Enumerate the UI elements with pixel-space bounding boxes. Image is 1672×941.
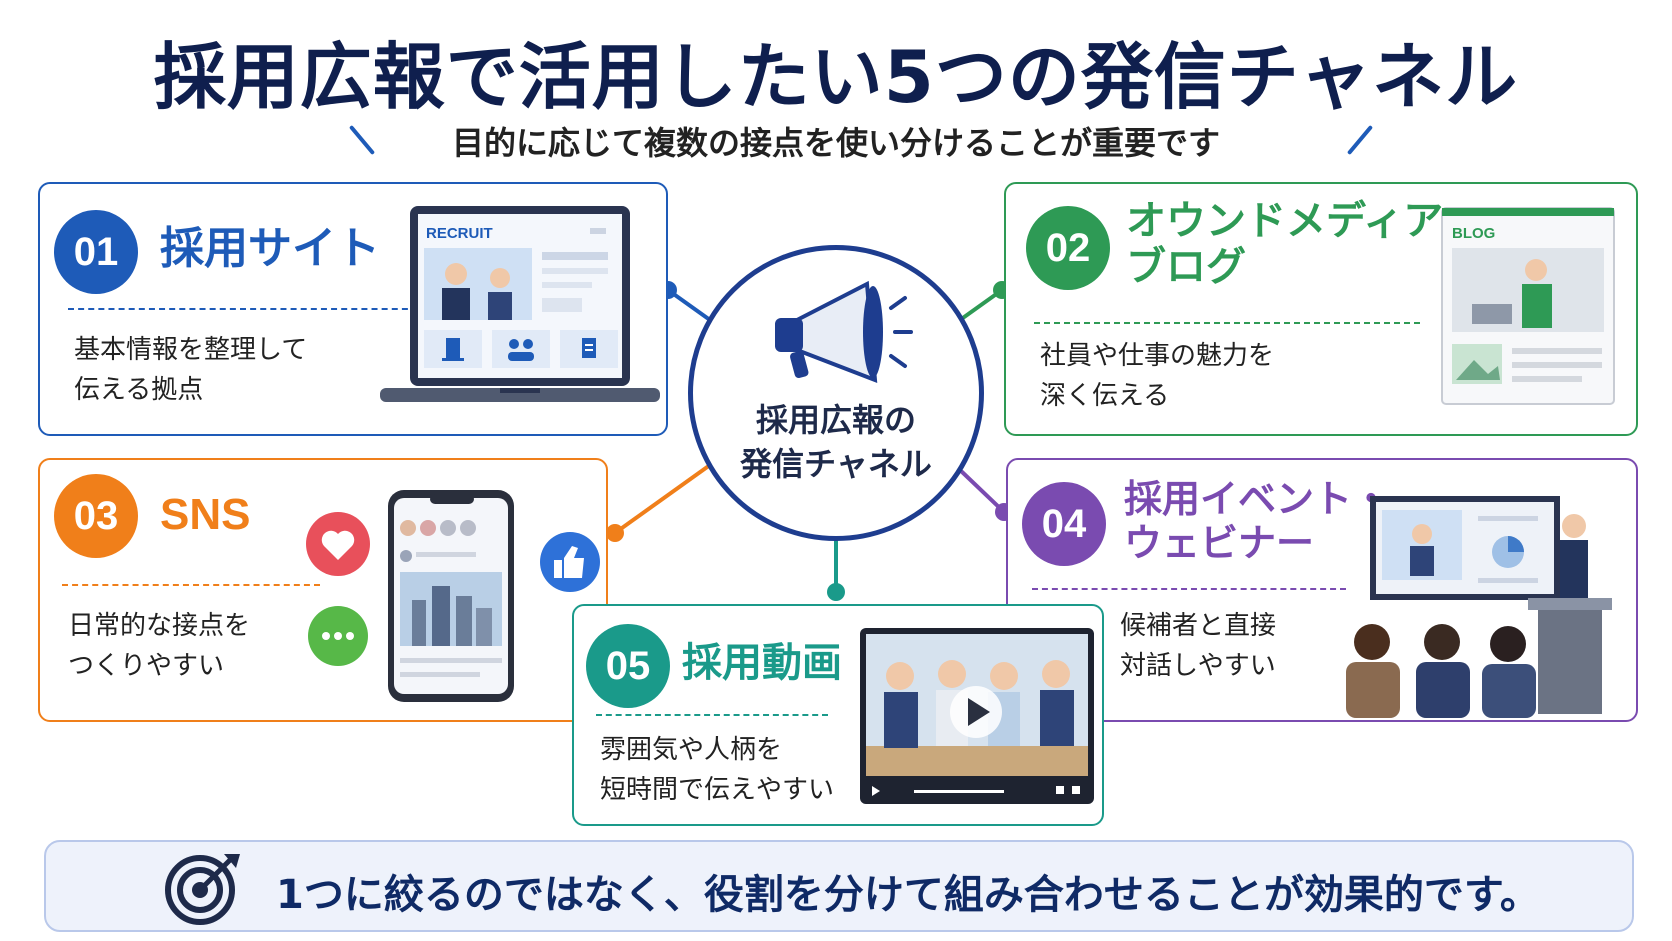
document-icon (582, 338, 596, 358)
card-title: SNS (160, 490, 250, 541)
card-title-line1: 採用動画 (682, 640, 842, 686)
card-number: 05 (586, 624, 670, 708)
card-title: 採用動画 (682, 640, 842, 686)
card-recruit-site: 01 採用サイト 基本情報を整理して 伝える拠点 RECRUIT (38, 182, 668, 436)
page-subtitle: 目的に応じて複数の接点を使い分けることが重要です (451, 124, 1220, 162)
card-number: 01 (54, 210, 138, 294)
card-number: 02 (1026, 206, 1110, 290)
card-number: 03 (54, 474, 138, 558)
summary-text: 1つに絞るのではなく、役割を分けて組み合わせることが効果的です。 (276, 872, 1540, 918)
card-sns: 03 SNS 日常的な接点を つくりやすい (38, 458, 608, 722)
card-divider (1032, 588, 1346, 590)
card-description: 候補者と直接 対話しやすい (1120, 606, 1276, 686)
card-event-webinar: 04 採用イベント・ ウェビナー 候補者と直接 対話しやすい (1006, 458, 1638, 722)
heart-icon (306, 512, 370, 576)
hub-label-line2: 発信チャネル (740, 445, 932, 483)
card-title-line1: 採用イベント・ (1124, 477, 1391, 521)
card-owned-media-blog: 02 オウンドメディア・ ブログ 社員や仕事の魅力を 深く伝える BLOG (1004, 182, 1638, 436)
card-title: 採用イベント・ ウェビナー (1124, 477, 1391, 565)
card-desc-line1: 候補者と直接 (1120, 611, 1277, 641)
card-number: 04 (1022, 482, 1106, 566)
card-desc-line2: 深く伝える (1040, 381, 1170, 411)
laptop-badge: RECRUIT (426, 225, 493, 242)
card-title-line1: オウンドメディア・ (1126, 198, 1484, 244)
card-desc-line2: 短時間で伝えやすい (600, 775, 835, 805)
card-title: オウンドメディア・ ブログ (1126, 198, 1483, 290)
smartphone-illustration (306, 490, 600, 702)
hub-label: 採用広報の 発信チャネル (693, 398, 979, 486)
page-title: 採用広報で活用したい5つの発信チャネル (153, 35, 1519, 119)
building-icon (442, 338, 464, 361)
card-desc-line1: 雰囲気や人柄を (600, 735, 783, 765)
laptop-illustration: RECRUIT (380, 206, 660, 402)
play-icon (950, 686, 1002, 738)
hub-label-line1: 採用広報の (755, 401, 916, 439)
card-title-line2: ウェビナー (1124, 520, 1315, 565)
thumbs-up-icon (540, 532, 600, 592)
card-title-line2: ブログ (1126, 244, 1246, 290)
card-description: 基本情報を整理して 伝える拠点 (74, 330, 307, 410)
chat-icon (308, 606, 368, 666)
card-description: 雰囲気や人柄を 短時間で伝えやすい (600, 730, 834, 810)
card-divider (68, 308, 418, 310)
card-desc-line2: 伝える拠点 (74, 375, 204, 405)
card-desc-line1: 基本情報を整理して (74, 335, 308, 365)
target-icon (165, 854, 240, 925)
card-desc-line2: つくりやすい (68, 651, 225, 681)
card-title-line1: 採用サイト (160, 223, 380, 274)
card-divider (1034, 322, 1420, 324)
webinar-illustration (1346, 496, 1612, 718)
megaphone-icon (775, 280, 913, 384)
card-divider (596, 714, 828, 716)
video-player-illustration[interactable] (860, 628, 1094, 808)
blog-badge: BLOG (1452, 225, 1495, 242)
card-description: 社員や仕事の魅力を 深く伝える (1040, 336, 1274, 416)
card-desc-line1: 社員や仕事の魅力を (1040, 341, 1275, 371)
card-title-line1: SNS (160, 490, 251, 539)
card-description: 日常的な接点を つくりやすい (68, 606, 250, 686)
hub-circle: 採用広報の 発信チャネル (688, 245, 984, 541)
chart-icon (1492, 536, 1524, 568)
card-title: 採用サイト (160, 223, 380, 275)
summary-banner: 1つに絞るのではなく、役割を分けて組み合わせることが効果的です。 (44, 840, 1634, 932)
card-divider (62, 584, 320, 586)
card-desc-line1: 日常的な接点を (68, 611, 251, 641)
blog-illustration: BLOG (1441, 207, 1615, 405)
card-desc-line2: 対話しやすい (1120, 651, 1276, 681)
people-icon (508, 339, 534, 361)
card-recruit-video: 05 採用動画 雰囲気や人柄を 短時間で伝えやすい (572, 604, 1104, 826)
